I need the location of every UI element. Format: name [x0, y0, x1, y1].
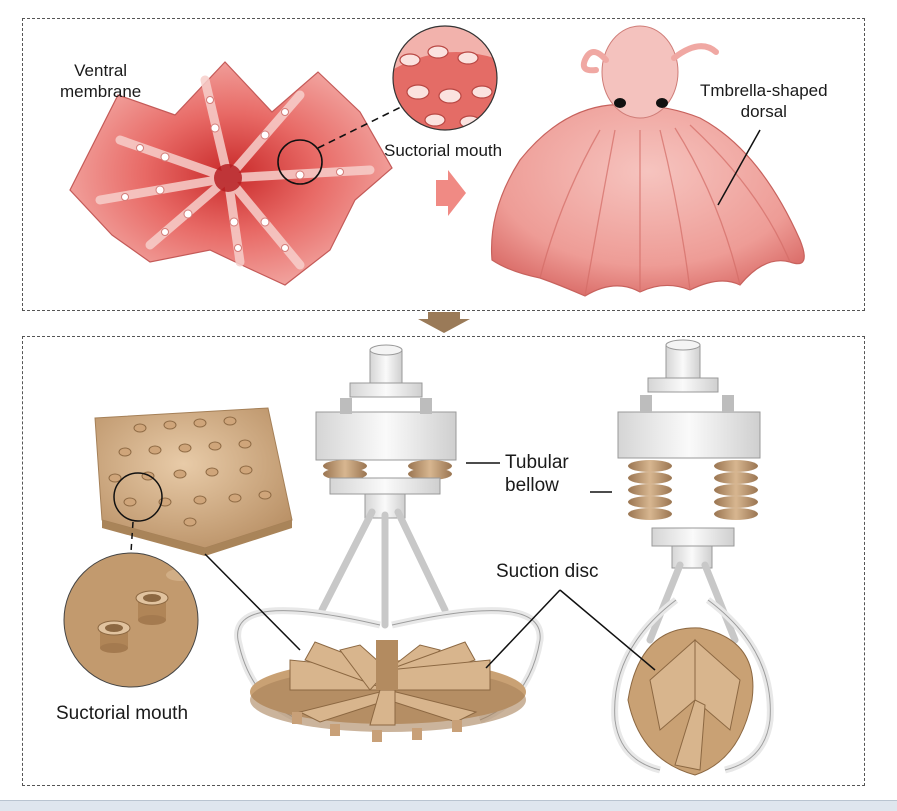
ventral-membrane-label: Ventral membrane	[60, 61, 142, 101]
transform-arrow	[436, 170, 466, 216]
gripper-open	[234, 344, 544, 742]
dorsal-leader-line	[717, 129, 761, 206]
top-panel	[22, 18, 865, 311]
suctorial-mouth-magnified-top	[392, 25, 498, 131]
plate-to-disc-line	[204, 553, 301, 651]
gripper-closed	[611, 339, 774, 776]
dorsal-umbrella-octopus	[490, 25, 805, 297]
plate-zoom-circle	[113, 472, 163, 522]
disc-leader-line-right	[559, 589, 656, 671]
ventral-zoom-circle	[277, 139, 323, 185]
window-bottom-bar	[0, 800, 897, 811]
suctorial-mouth-label-bottom: Suctorial mouth	[56, 703, 189, 724]
tubular-bellow-label: Tubular bellow	[505, 452, 569, 496]
plate-zoom-connector	[130, 521, 134, 553]
zoom-connector	[317, 104, 406, 149]
tubular-bellow-compressed	[323, 460, 452, 480]
tubular-bellow-extended	[628, 460, 758, 520]
down-arrow	[418, 312, 470, 333]
disc-leader-line-left	[485, 589, 561, 669]
suctorial-mouth-magnified-bottom	[63, 552, 199, 688]
bottom-panel	[22, 336, 865, 786]
ventral-membrane-octopus	[69, 61, 393, 286]
dorsal-label: Tmbrella-shaped dorsal	[700, 81, 828, 121]
suction-disc-label: Suction disc	[496, 561, 599, 582]
suctorial-mouth-label-top: Suctorial mouth	[384, 141, 503, 160]
suction-disc-plate	[94, 407, 293, 556]
